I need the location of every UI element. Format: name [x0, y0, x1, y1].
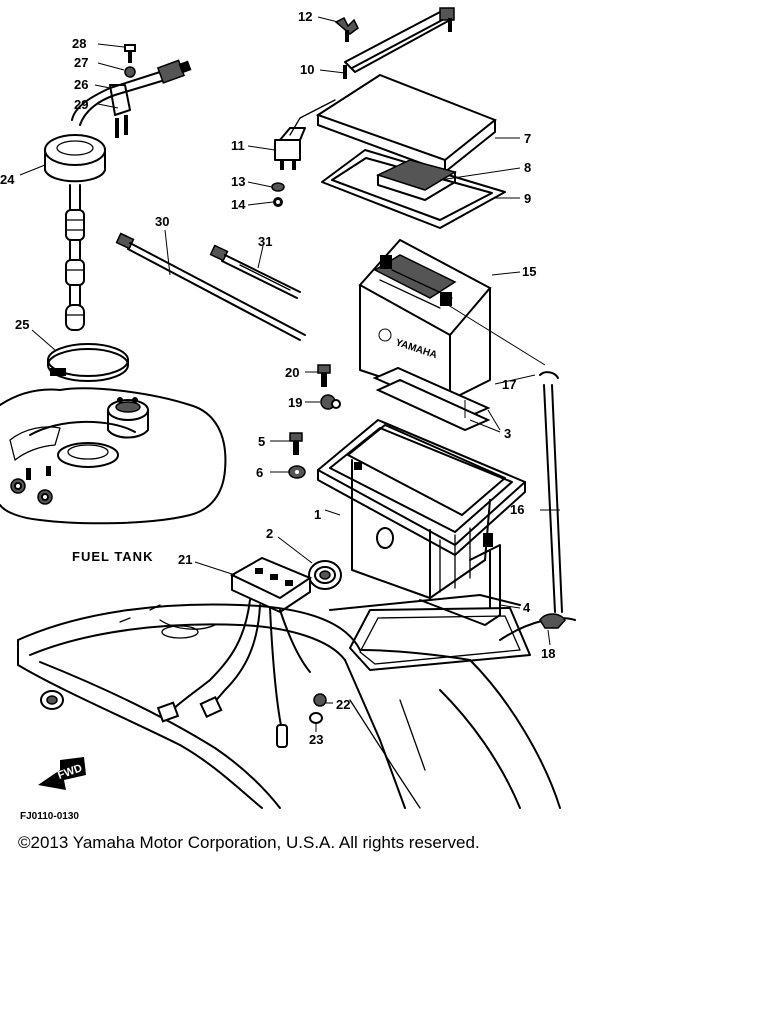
part-number: 10	[300, 62, 314, 77]
cable-tie-30	[115, 232, 306, 341]
grommet	[308, 560, 342, 590]
part-number: 3	[504, 426, 511, 441]
battery-pad-and-seal	[321, 149, 506, 229]
battery-cover	[315, 73, 497, 173]
copyright-notice: ©2013 Yamaha Motor Corporation, U.S.A. A…	[18, 833, 480, 852]
drawing-code: FJ0110-0130	[20, 811, 79, 822]
battery-brand-label: YAMAHA	[394, 337, 438, 361]
leader-lines	[19, 16, 560, 732]
part-number: 1	[314, 507, 321, 522]
part-number: 6	[256, 465, 263, 480]
part-number: 13	[231, 174, 245, 189]
fuel-sender-assembly	[44, 44, 192, 331]
fuse-holder-wiring	[156, 556, 327, 748]
forward-arrow-icon: FWD	[38, 757, 86, 790]
part-number: 29	[74, 97, 88, 112]
part-number: 7	[524, 131, 531, 146]
part-number: 4	[523, 600, 531, 615]
part-number: 15	[522, 264, 536, 279]
part-number: 12	[298, 9, 312, 24]
fuel-tank-label: FUEL TANK	[72, 549, 153, 564]
battery-hold-down	[271, 7, 455, 207]
part-number: 9	[524, 191, 531, 206]
part-number: 5	[258, 434, 265, 449]
part-number: 30	[155, 214, 169, 229]
breather-rod	[539, 371, 566, 629]
part-number: 18	[541, 646, 555, 661]
battery-box	[317, 419, 526, 626]
part-number: 27	[74, 55, 88, 70]
part-number: 24	[0, 172, 15, 187]
part-number: 31	[258, 234, 272, 249]
cable-tie-31	[209, 244, 301, 299]
part-number: 23	[309, 732, 323, 747]
part-number: 16	[510, 502, 524, 517]
part-number: 26	[74, 77, 88, 92]
battery-spacers	[372, 366, 491, 432]
fasteners	[288, 364, 341, 479]
part-number: 20	[285, 365, 299, 380]
hose-clamp	[47, 343, 129, 382]
part-number: 14	[231, 197, 246, 212]
part-number: 17	[502, 377, 516, 392]
part-number-labels: 12 10 11 13 14 7 8 9 15 17 3 16 4 18 20 …	[0, 9, 555, 747]
part-number: 8	[524, 160, 531, 175]
part-number: 19	[288, 395, 302, 410]
fuel-tank: FUEL TANK	[0, 387, 227, 564]
part-number: 25	[15, 317, 29, 332]
part-number: 2	[266, 526, 273, 541]
hull-outline: FWD	[17, 594, 576, 809]
part-number: 22	[336, 697, 350, 712]
part-number: 28	[72, 36, 86, 51]
part-number: 11	[231, 138, 245, 153]
part-number: 21	[178, 552, 192, 567]
